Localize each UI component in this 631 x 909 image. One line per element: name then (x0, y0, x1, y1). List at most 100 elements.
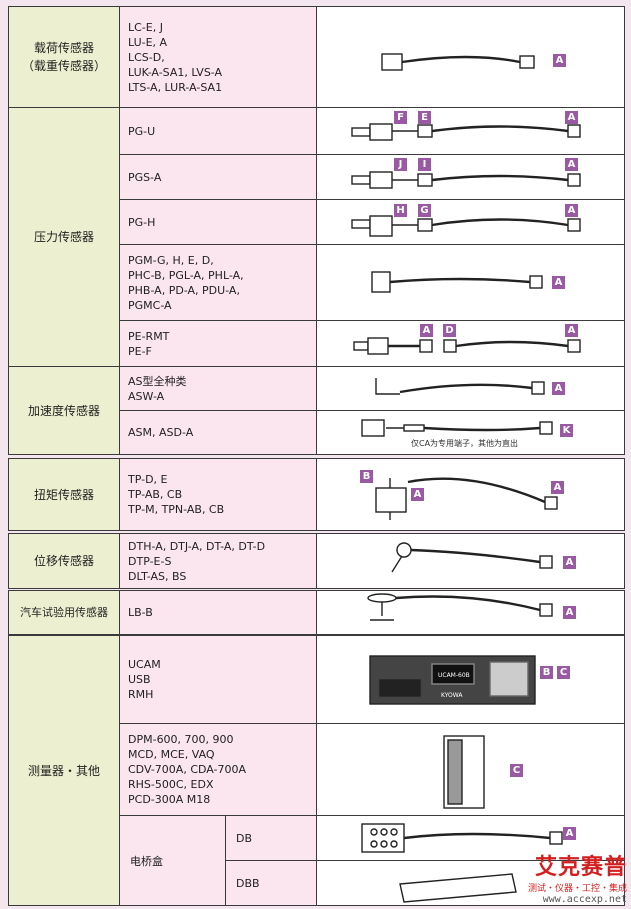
model-text: DTH-A, DTJ-A, DT-A, DT-D (128, 539, 266, 553)
pedal-sensor-icon (367, 593, 397, 603)
connector-icon (544, 496, 558, 510)
sensor-body-icon (381, 53, 403, 71)
model-text: TP-AB, CB (128, 488, 183, 501)
connector-label-badge: B (360, 470, 373, 483)
connector-label-badge: I (418, 158, 431, 171)
model-text: PGMC-A (128, 298, 172, 312)
connector-icon (529, 275, 543, 289)
dbb-box-icon (399, 873, 517, 903)
models-ucam: UCAM USB RMH (119, 635, 317, 724)
connector-label-badge: E (418, 111, 431, 124)
connector-icon (419, 339, 433, 353)
model-text: PHB-A, PD-A, PDU-A, (128, 283, 240, 297)
model-text: TP-D, E (128, 473, 168, 486)
models-dpm: DPM-600, 700, 900 MCD, MCE, VAQ CDV-700A… (119, 723, 317, 816)
models-pgm: PGM-G, H, E, D, PHC-B, PGL-A, PHL-A, PHB… (119, 244, 317, 321)
sensor-body-icon (367, 337, 389, 355)
sensor-body-icon (369, 215, 393, 237)
model-text: TP-M, TPN-AB, CB (128, 503, 225, 516)
model-text: MCD, MCE, VAQ (128, 748, 215, 761)
model-text: PCD-300A M18 (128, 793, 211, 806)
category-pressure: 压力传感器 (8, 107, 120, 367)
category-text: 汽车试验用传感器 (20, 605, 108, 619)
connector-icon (443, 339, 457, 353)
model-text: LC-E, J (128, 20, 163, 34)
model-text: PGS-A (128, 170, 162, 184)
sensor-body-icon (371, 271, 391, 293)
model-text: DLT-AS, BS (128, 569, 187, 583)
connector-icon (567, 124, 581, 138)
dial-gauge-icon (396, 542, 412, 558)
connector-label-badge: C (557, 666, 570, 679)
connector-icon (531, 381, 545, 395)
model-text: DTP-E-S (128, 554, 172, 568)
asm-note: 仅CA为专用端子，其他为直出 (411, 439, 519, 448)
connector-icon (417, 173, 433, 187)
model-text: UCAM (128, 658, 161, 671)
connector-label-badge: A (563, 556, 576, 569)
connector-label-badge: A (553, 54, 566, 67)
model-text: AS型全种类 (128, 374, 187, 388)
bridge-box-icon (361, 823, 405, 853)
category-text: 载荷传感器 (33, 41, 94, 55)
category-automotive: 汽车试验用传感器 (8, 590, 120, 635)
connector-label-badge: A (563, 606, 576, 619)
category-text: 位移传感器 (33, 554, 94, 568)
model-text: ASW-A (128, 389, 165, 403)
connector-icon (549, 831, 563, 845)
connector-label-badge: D (443, 324, 456, 337)
connector-label-badge: B (540, 666, 553, 679)
connector-label-badge: K (560, 424, 573, 437)
model-text: RHS-500C, EDX (128, 778, 214, 791)
group-text: 电桥盒 (130, 854, 163, 868)
ucam-brand-text: KYOWA (441, 692, 463, 699)
models-asm: ASM, ASD-A (119, 410, 317, 455)
model-text: LUK-A-SA1, LVS-A (128, 65, 223, 79)
connector-icon (567, 218, 581, 232)
model-text: PHC-B, PGL-A, PHL-A, (128, 268, 244, 282)
cable-image-pgm (316, 244, 625, 321)
models-pg-u: PG-U (119, 107, 317, 155)
sensor-body-icon (361, 419, 385, 437)
model-text: DB (236, 831, 253, 845)
category-acceleration: 加速度传感器 (8, 366, 120, 455)
connector-icon (539, 555, 553, 569)
connector-label-badge: F (394, 111, 407, 124)
connector-icon (567, 173, 581, 187)
model-text: PE-F (128, 344, 152, 358)
connector-label-badge: A (565, 111, 578, 124)
model-text: CDV-700A, CDA-700A (128, 763, 247, 776)
category-text: 加速度传感器 (27, 403, 100, 418)
models-pg-h: PG-H (119, 199, 317, 245)
watermark-url: www.accexp.net (542, 894, 627, 905)
ucam-screen-text: UCAM-60B (438, 672, 470, 679)
model-text: PG-U (128, 124, 156, 138)
sensor-body-icon (369, 123, 393, 141)
models-as: AS型全种类 ASW-A (119, 366, 317, 411)
sensor-body-icon (375, 378, 400, 395)
category-measuring: 测量器・其他 (8, 635, 120, 906)
model-text: PGM-G, H, E, D, (128, 253, 214, 267)
models-pe: PE-RMT PE-F (119, 320, 317, 367)
model-text: DBB (236, 876, 260, 890)
connector-icon (519, 55, 535, 69)
models-displacement: DTH-A, DTJ-A, DT-A, DT-D DTP-E-S DLT-AS,… (119, 533, 317, 589)
watermark-tagline: 测试・仪器・工控・集成 (527, 884, 627, 894)
connector-label-badge: A (552, 276, 565, 289)
connector-icon (539, 603, 553, 617)
model-text: RMH (128, 688, 154, 701)
connector-icon (417, 124, 433, 138)
connector-label-badge: A (551, 481, 564, 494)
connector-label-badge: A (552, 382, 565, 395)
connector-label-badge: A (411, 488, 424, 501)
connector-label-badge: A (563, 827, 576, 840)
models-torque: TP-D, E TP-AB, CB TP-M, TPN-AB, CB (119, 458, 317, 531)
connector-label-badge: H (394, 204, 407, 217)
model-text: ASM, ASD-A (128, 426, 194, 439)
connector-icon (539, 421, 553, 435)
watermark: 艾克赛普 测试・仪器・工控・集成 www.accexp.net (528, 849, 627, 905)
model-text: LB-B (128, 606, 153, 619)
model-text: LCS-D, (128, 50, 165, 64)
model-text: DPM-600, 700, 900 (128, 733, 234, 746)
